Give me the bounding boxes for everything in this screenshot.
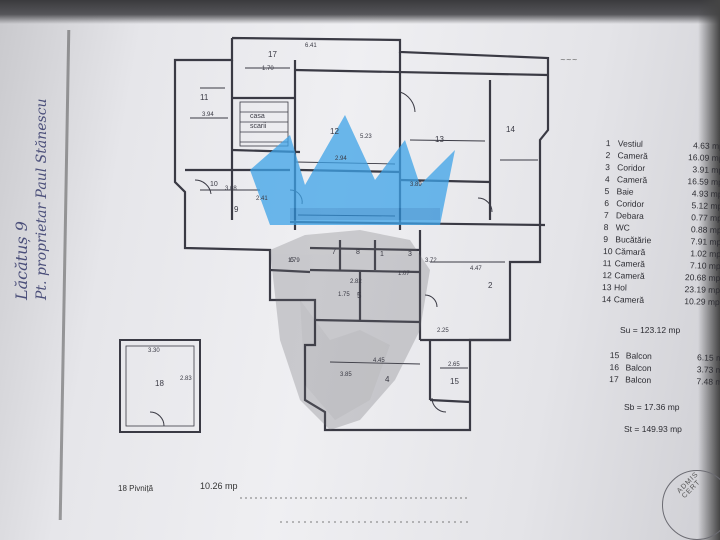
door-swings [149, 91, 493, 427]
page-shadow [698, 0, 720, 540]
room-number-label: 18 [155, 379, 164, 388]
room-number-label: 5 [357, 291, 362, 300]
plan-labels: 17 11 12 9 10 13 14 5 7 8 6 4 15 1 3 2 1… [148, 43, 515, 388]
staircase [239, 101, 289, 147]
dimension-label: 3.94 [202, 112, 214, 118]
room-number-label: 4 [385, 375, 390, 384]
dimension-label: 3.89 [410, 182, 422, 188]
dimension-label: 5.23 [360, 134, 372, 140]
room-number-label: 6 [290, 257, 294, 264]
face-watermark [270, 230, 430, 430]
room-number-label: 7 [332, 249, 336, 256]
dimension-label: 6.41 [305, 43, 317, 49]
bottom-ruler [240, 497, 470, 523]
dimension-label: 2.83 [180, 376, 192, 382]
room-number-label: 15 [450, 377, 459, 386]
dimension-label: 1.79 [288, 258, 300, 264]
room-number-label: 11 [200, 93, 209, 102]
casa-scarii-label: casa [250, 113, 265, 120]
room-number-label: 13 [435, 135, 444, 144]
dimension-label: 1.70 [262, 66, 274, 72]
corner-note: ~~~ [560, 56, 578, 64]
dimension-label: 4.47 [470, 266, 482, 272]
room-number-label: 1 [380, 251, 384, 258]
basement-label: 18 Pivniță [118, 484, 154, 493]
room-number-label: 17 [268, 50, 277, 59]
basement-area: 10.26 mp [200, 481, 238, 491]
dimension-label: 3.72 [425, 258, 437, 264]
room-number-label: 9 [234, 205, 239, 214]
crown-watermark [250, 115, 455, 225]
room-number-label: 8 [356, 249, 360, 256]
dimension-label: 3.30 [148, 348, 160, 354]
room-number-label: 14 [506, 125, 515, 134]
st-total: St = 149.93 mp [624, 424, 682, 434]
dimension-label: 2.94 [335, 156, 347, 162]
room-number-label: 12 [330, 127, 339, 136]
dimension-label: 3.85 [340, 372, 352, 378]
room-number-label: 3 [408, 251, 412, 258]
dimension-label: 1.75 [338, 292, 350, 298]
dimension-label: 4.45 [373, 358, 385, 364]
dimension-label: 1.07 [398, 271, 410, 277]
background-surface [0, 0, 720, 24]
casa-scarii-label: scarii [250, 123, 267, 130]
dimension-label: 2.41 [256, 196, 268, 202]
dimension-label: 3.08 [225, 186, 237, 192]
dimension-label: 2.25 [437, 328, 449, 334]
su-total: Su = 123.12 mp [620, 325, 681, 335]
dimension-label: 2.82 [350, 279, 362, 285]
room-number-label: 2 [488, 281, 493, 290]
dimension-label: 2.65 [448, 362, 460, 368]
sb-total: Sb = 17.36 mp [624, 402, 680, 412]
basement-plan [119, 339, 201, 433]
room-number-label: 10 [210, 181, 218, 188]
